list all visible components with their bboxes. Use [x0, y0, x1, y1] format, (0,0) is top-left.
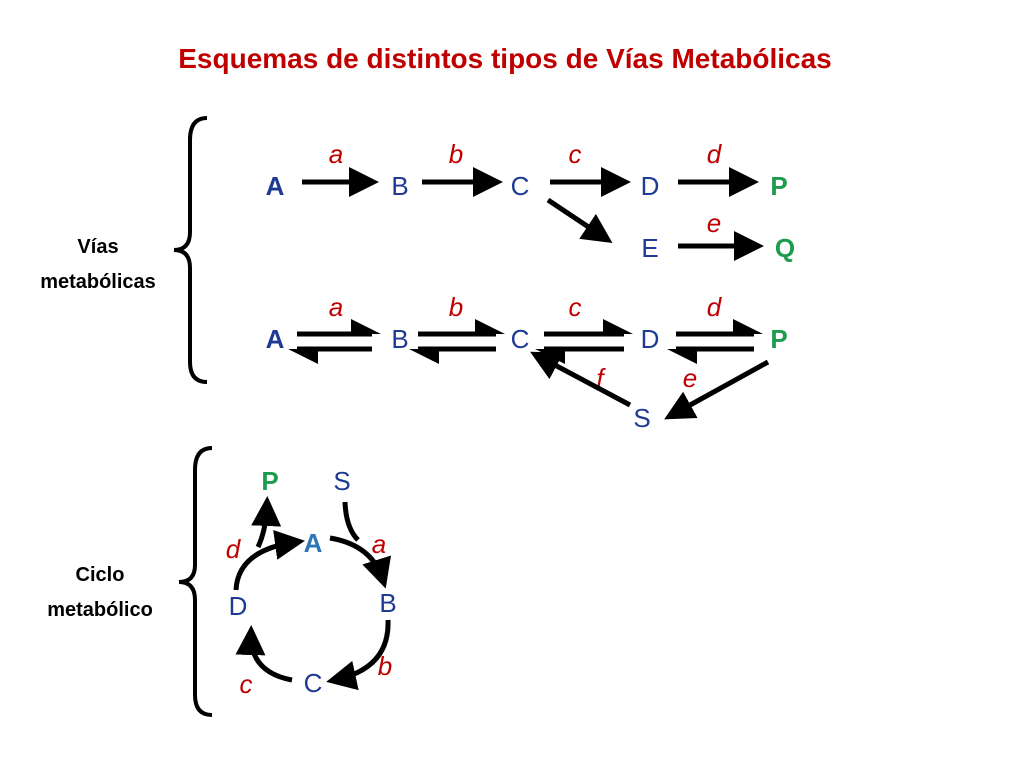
p2-enzyme-f: f	[596, 363, 606, 393]
arrow-S-C	[530, 351, 632, 408]
arrow-P-S	[664, 359, 770, 420]
p2-node-B: B	[391, 324, 408, 354]
p2-node-P: P	[770, 324, 787, 354]
cycle-arrow-A-B	[329, 535, 392, 589]
cycle-node-B: B	[379, 588, 396, 618]
cycle-enzyme-c: c	[240, 669, 253, 699]
p1-node-A: A	[266, 171, 285, 201]
p2-node-S: S	[633, 403, 650, 433]
p1-node-D: D	[641, 171, 660, 201]
p2-node-C: C	[511, 324, 530, 354]
page-title: Esquemas de distintos tipos de Vías Meta…	[178, 43, 832, 74]
p2-enzyme-b: b	[449, 292, 463, 322]
p1-enzyme-d: d	[707, 139, 723, 169]
p1-enzyme-a: a	[329, 139, 343, 169]
p1-node-B: B	[391, 171, 408, 201]
cycle-node-A: A	[304, 528, 323, 558]
p2-node-A: A	[266, 324, 285, 354]
p2-enzyme-e: e	[683, 363, 697, 393]
cycle-enzyme-b: b	[378, 651, 392, 681]
p1-node-C: C	[511, 171, 530, 201]
p2-node-D: D	[641, 324, 660, 354]
metabolic-cycle: P S A B C D a b c d	[226, 466, 397, 699]
cycle-arrow-C-D	[235, 625, 293, 683]
cycle-arrow-S-in	[342, 501, 360, 542]
p1-enzyme-e: e	[707, 208, 721, 238]
section-label-vias-2: metabólicas	[40, 271, 156, 293]
brace-ciclo	[178, 446, 213, 717]
p1-enzyme-c: c	[569, 139, 582, 169]
p1-node-E: E	[641, 233, 658, 263]
p2-enzyme-a: a	[329, 292, 343, 322]
cycle-enzyme-d: d	[226, 534, 242, 564]
cycle-node-D: D	[229, 591, 248, 621]
cycle-arrow-D-A	[233, 530, 305, 591]
cycle-enzyme-a: a	[372, 529, 386, 559]
cycle-arrow-to-P	[251, 496, 282, 549]
section-label-vias-1: Vías	[77, 236, 118, 258]
cycle-arrow-B-C	[326, 619, 391, 691]
cycle-node-C: C	[304, 668, 323, 698]
brace-vias	[173, 116, 208, 384]
arrow-C-E	[546, 197, 613, 243]
p1-node-P: P	[770, 171, 787, 201]
section-label-ciclo-1: Ciclo	[76, 564, 125, 586]
pathway-reversible: A B C D P S a b c d f e	[266, 292, 788, 433]
cycle-node-S: S	[333, 466, 350, 496]
p1-node-Q: Q	[775, 233, 795, 263]
cycle-node-P: P	[261, 466, 278, 496]
p1-enzyme-b: b	[449, 139, 463, 169]
p2-enzyme-d: d	[707, 292, 723, 322]
pathway-linear-branched: A B C D P E Q a b c d e	[266, 139, 796, 263]
section-label-ciclo-2: metabólico	[47, 599, 153, 621]
p2-enzyme-c: c	[569, 292, 582, 322]
